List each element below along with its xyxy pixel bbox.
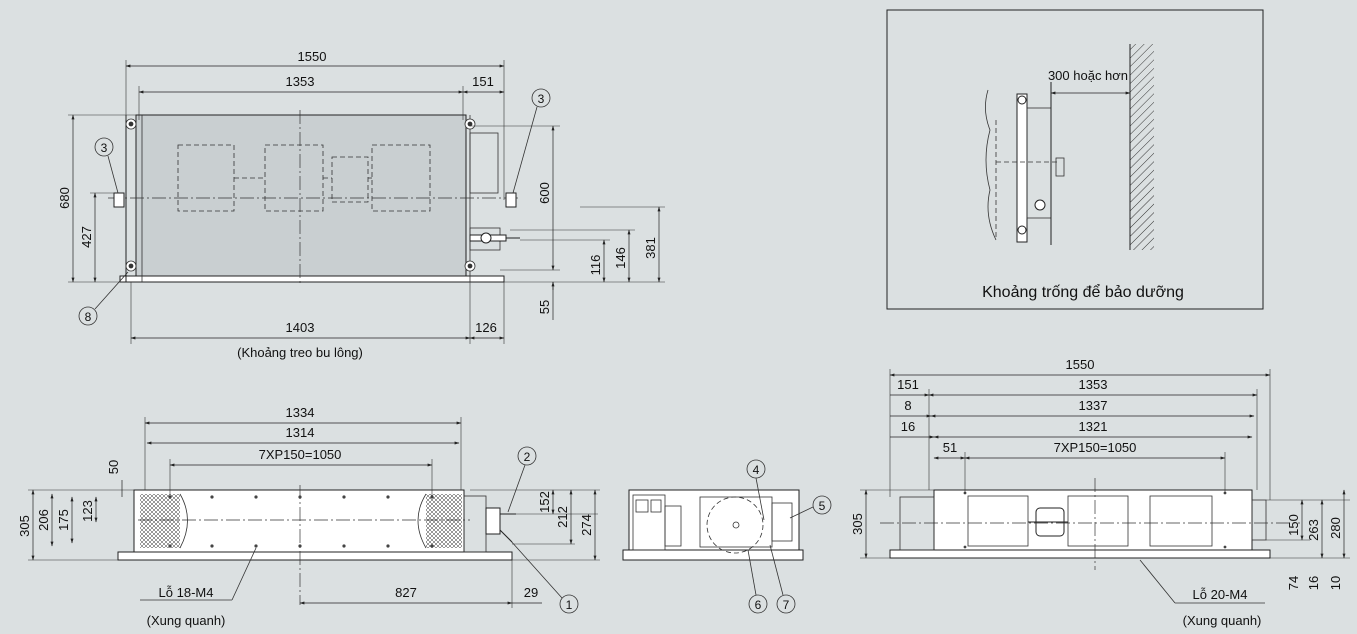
hole-label-rear: Lỗ 20-M4 — [1193, 587, 1248, 602]
dim-55: 55 — [537, 300, 552, 314]
dim-151-rear: 151 — [897, 377, 919, 392]
svg-text:3: 3 — [538, 92, 545, 106]
dim-123: 123 — [80, 500, 95, 522]
dim-381: 381 — [643, 237, 658, 259]
dim-146: 146 — [613, 247, 628, 269]
dim-152: 152 — [537, 491, 552, 513]
dim-305-rear: 305 — [850, 513, 865, 535]
dim-206: 206 — [36, 509, 51, 531]
callout-5: 5 — [789, 495, 832, 519]
hole-sub-front: (Xung quanh) — [147, 613, 226, 628]
svg-text:4: 4 — [753, 463, 760, 477]
callout-2: 2 — [507, 446, 537, 513]
dim-280: 280 — [1328, 517, 1343, 539]
front-base — [117, 551, 513, 561]
unit-body-top — [135, 114, 467, 279]
svg-text:3: 3 — [101, 141, 108, 155]
svg-text:5: 5 — [819, 499, 826, 513]
dim-16-rear: 16 — [901, 419, 915, 434]
dim-274: 274 — [579, 514, 594, 536]
callout-4: 4 — [746, 459, 766, 521]
svg-text:6: 6 — [755, 598, 762, 612]
dim-1314: 1314 — [286, 425, 315, 440]
dim-1353-rear: 1353 — [1079, 377, 1108, 392]
front-view: 1334 1314 7XP150=1050 305 206 175 123 50… — [17, 405, 600, 628]
svg-text:7: 7 — [783, 598, 790, 612]
hang-caption: (Khoảng treo bu lông) — [237, 345, 363, 360]
dim-827: 827 — [395, 585, 417, 600]
wall-hatch — [1130, 44, 1154, 250]
dim-151: 151 — [472, 74, 494, 89]
hole-sub-rear: (Xung quanh) — [1183, 613, 1262, 628]
clearance-caption: Khoảng trống để bảo dưỡng — [982, 283, 1184, 301]
dim-1403: 1403 — [286, 320, 315, 335]
dim-50: 50 — [106, 460, 121, 474]
dim-305-front: 305 — [17, 515, 32, 537]
dim-680: 680 — [57, 187, 72, 209]
top-view: 1550 1353 151 1403 126 (Khoảng treo bu l… — [57, 49, 665, 360]
dim-10: 10 — [1328, 576, 1343, 590]
dim-8-rear: 8 — [904, 398, 911, 413]
svg-text:8: 8 — [85, 310, 92, 324]
dim-116: 116 — [588, 255, 603, 276]
dim-16b: 16 — [1306, 576, 1321, 590]
dim-pitch-rear: 7XP150=1050 — [1054, 440, 1137, 455]
clearance-panel: 300 hoặc hơn Khoảng trống để bảo dưỡng — [886, 9, 1264, 310]
dim-263: 263 — [1306, 519, 1321, 541]
callout-3-right: 3 — [512, 88, 551, 194]
callout-3-left: 3 — [94, 137, 119, 194]
dim-600: 600 — [537, 182, 552, 204]
side-view: 4 5 6 7 — [622, 459, 832, 614]
dim-1550-rear: 1550 — [1066, 357, 1095, 372]
callout-6: 6 — [747, 549, 768, 614]
dim-1321: 1321 — [1079, 419, 1108, 434]
dim-29: 29 — [524, 585, 538, 600]
dim-1353: 1353 — [286, 74, 315, 89]
dim-51: 51 — [943, 440, 957, 455]
dim-1334: 1334 — [286, 405, 315, 420]
svg-text:1: 1 — [566, 598, 573, 612]
svg-text:2: 2 — [524, 450, 531, 464]
base-plate — [119, 275, 505, 283]
dim-212: 212 — [555, 506, 570, 528]
dim-74: 74 — [1286, 576, 1301, 590]
dim-175: 175 — [56, 509, 71, 531]
callout-7: 7 — [769, 544, 796, 614]
clearance-distance: 300 hoặc hơn — [1048, 68, 1128, 83]
hole-label-front: Lỗ 18-M4 — [159, 585, 214, 600]
callout-1: 1 — [509, 539, 579, 614]
dim-150: 150 — [1286, 514, 1301, 536]
dim-1337: 1337 — [1079, 398, 1108, 413]
rear-view: 1550 151 1353 8 1337 16 1321 51 7XP150=1… — [850, 357, 1350, 628]
dim-pitch-front: 7XP150=1050 — [259, 447, 342, 462]
callout-8: 8 — [78, 271, 129, 326]
dim-126: 126 — [475, 320, 497, 335]
dim-427: 427 — [79, 226, 94, 248]
dim-1550: 1550 — [298, 49, 327, 64]
